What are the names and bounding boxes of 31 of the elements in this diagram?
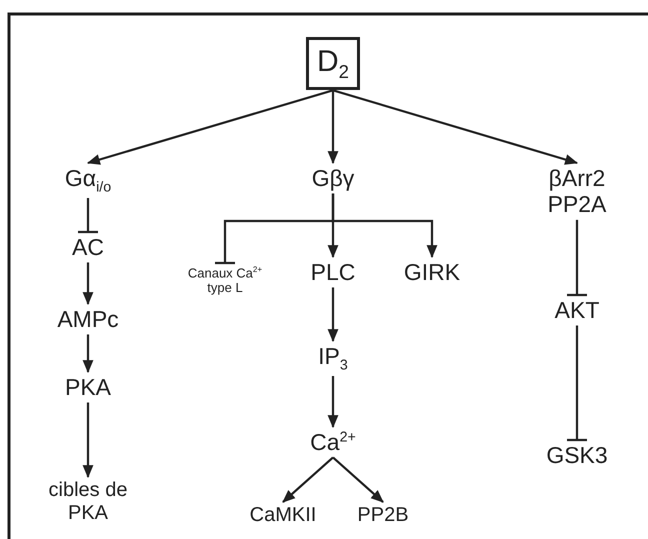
arrow bbox=[332, 456, 384, 503]
protein-label: PKA bbox=[62, 372, 114, 402]
arrow bbox=[82, 334, 94, 374]
protein-label: GSK3 bbox=[543, 440, 611, 470]
protein-label: PP2B bbox=[354, 502, 412, 529]
arrow bbox=[332, 89, 578, 165]
arrow bbox=[86, 89, 334, 165]
arrow bbox=[328, 376, 338, 428]
protein-label: CaMKII bbox=[246, 502, 320, 529]
arrow bbox=[328, 287, 338, 342]
arrow bbox=[82, 402, 94, 478]
arrow bbox=[282, 456, 334, 503]
arrow bbox=[328, 90, 338, 164]
protein-label: βArr2 PP2A bbox=[527, 163, 627, 220]
receptor-box: D$_{2}$ bbox=[306, 37, 360, 90]
molecule-label: IP$_{3}$ bbox=[315, 341, 351, 376]
target-label: cibles de PKA bbox=[38, 477, 138, 527]
inhibition-line bbox=[76, 198, 100, 234]
protein-label: Gβγ bbox=[308, 163, 358, 194]
channel-label: Canaux Ca$^{2+}$ type L bbox=[178, 263, 272, 298]
ion-label: Ca$^{2+}$ bbox=[307, 427, 359, 458]
protein-label: Gα$_{i/o}$ bbox=[62, 163, 114, 198]
protein-label: GIRK bbox=[400, 257, 464, 288]
protein-label: AKT bbox=[552, 295, 602, 326]
inhibition-line bbox=[566, 325, 588, 442]
arrow bbox=[332, 193, 438, 258]
protein-label: PLC bbox=[308, 257, 358, 288]
molecule-label: AMPc bbox=[54, 304, 122, 334]
arrow bbox=[82, 262, 94, 306]
inhibition-line bbox=[566, 220, 588, 296]
protein-label: AC bbox=[69, 232, 107, 262]
